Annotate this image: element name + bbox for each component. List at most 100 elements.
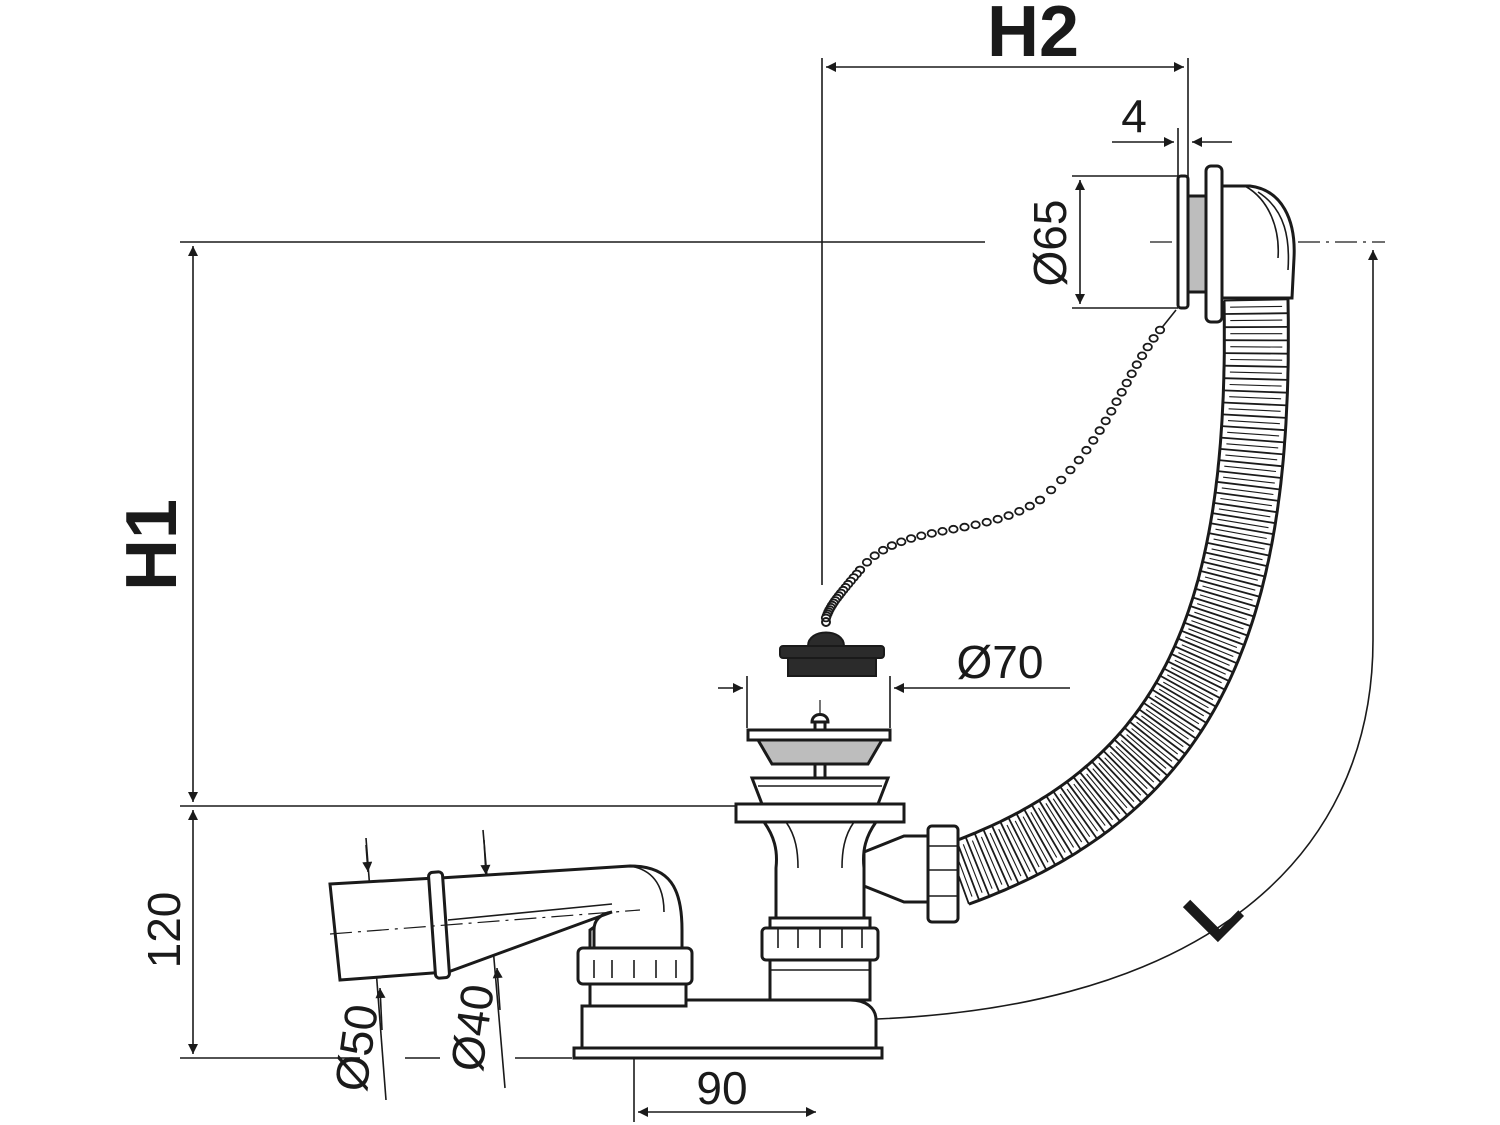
hose-rib — [1079, 771, 1121, 823]
hose-ribs — [946, 298, 1289, 905]
trap-base-plate — [572, 1046, 884, 1060]
d50-arrow-bottom — [375, 987, 386, 1031]
hose-rib — [1159, 674, 1217, 708]
hose-rib — [1155, 681, 1212, 716]
chain-link — [937, 526, 948, 536]
hose-rib — [1227, 431, 1280, 437]
hose-rib — [1038, 800, 1074, 856]
chain-link — [981, 517, 992, 527]
hose-rib — [1113, 738, 1162, 784]
hose-rib — [1136, 721, 1179, 755]
hose-connector-body — [862, 834, 938, 904]
chain-link — [1126, 369, 1137, 379]
hose-rib — [1045, 803, 1075, 848]
plug-ring — [821, 617, 831, 627]
hose-rib — [1207, 567, 1258, 581]
trap-riser — [588, 982, 688, 1008]
hose-rib — [1138, 708, 1192, 748]
dimension-120-label: 120 — [138, 892, 190, 969]
hose-rib — [1181, 644, 1230, 666]
hose-rib — [971, 840, 993, 889]
chain-link — [1024, 501, 1035, 511]
dimension-4-label: 4 — [1121, 90, 1147, 142]
hose-rib — [1187, 613, 1248, 637]
hose-rib — [1188, 628, 1238, 649]
hose-rib — [1014, 820, 1040, 868]
hose-rib — [1230, 319, 1283, 322]
hose-rib — [973, 832, 1001, 893]
hose-rib — [1229, 396, 1282, 400]
hose-rib — [1180, 629, 1242, 656]
chain-link — [1100, 416, 1111, 426]
hose-rib — [1007, 817, 1039, 876]
hose-rib — [1174, 659, 1222, 684]
hose-rib — [1212, 512, 1276, 525]
hose-rib — [1091, 760, 1136, 810]
hose-rib — [1199, 594, 1250, 611]
hose-rib — [1133, 714, 1186, 755]
hose-rib — [1141, 715, 1184, 748]
hose-rib — [1086, 773, 1121, 815]
dimension-120: 120 — [138, 810, 572, 1059]
hose-rib — [998, 828, 1022, 877]
chain-link — [1003, 511, 1014, 520]
hose-rib — [1230, 358, 1283, 361]
hose-rib — [1163, 681, 1209, 709]
h1-label: H1 — [112, 499, 192, 591]
overflow-flange — [1204, 164, 1224, 324]
dimension-diameter-50: Ø50 — [324, 837, 388, 1101]
hose-rib — [1215, 528, 1267, 540]
d40-label: Ø40 — [440, 981, 504, 1074]
overflow-elbow-shading — [1244, 185, 1290, 271]
chain-link — [916, 531, 927, 541]
chain-link — [992, 514, 1003, 524]
d40-arrow-top — [480, 839, 491, 876]
hose-rib — [1108, 744, 1156, 791]
hose-rib — [1178, 652, 1226, 675]
chain-link — [1116, 387, 1127, 397]
hose-rib — [1015, 813, 1048, 871]
hose-rib — [1158, 688, 1205, 717]
hose-rib — [1194, 611, 1244, 630]
hose-rib — [980, 836, 1003, 885]
drain-neck-shading — [785, 821, 855, 869]
plug-stopper — [779, 617, 885, 677]
hose-rib — [1104, 757, 1142, 796]
plug-body — [787, 657, 877, 677]
hose-rib — [1045, 795, 1082, 851]
hose-rib — [1167, 660, 1226, 691]
hose-rib — [1223, 377, 1288, 381]
chain-link — [1121, 378, 1132, 388]
d90-label: 90 — [696, 1062, 747, 1114]
hose-rib — [1030, 804, 1065, 861]
h2-label: H2 — [987, 0, 1079, 72]
hose-rib — [1223, 389, 1288, 394]
dimension-diameter-40: Ø40 — [440, 829, 506, 1089]
drain-body — [734, 776, 906, 1002]
hose-rib — [1197, 603, 1247, 621]
hose-connector-nut — [926, 824, 960, 924]
hose-rib — [1220, 497, 1272, 507]
strainer-screw-head — [810, 713, 830, 724]
hose-rib — [1224, 352, 1289, 355]
hose-rib — [1118, 732, 1169, 777]
hose-rib — [1213, 502, 1278, 514]
hose-rib — [1227, 420, 1280, 425]
hose-rib — [1221, 487, 1274, 496]
hose-rib — [1224, 312, 1289, 315]
hose-rib — [1150, 702, 1195, 733]
hose-rib — [1170, 667, 1218, 692]
hose-rib — [1131, 728, 1173, 762]
hose-rib — [1092, 768, 1128, 809]
hose-rib — [1209, 557, 1261, 571]
d50-label: Ø50 — [324, 1001, 388, 1094]
hose-rib — [1204, 551, 1268, 567]
drain-neck — [761, 820, 879, 920]
hose-rib — [1128, 720, 1181, 763]
hose-rib — [1222, 413, 1287, 419]
hose-rib — [1224, 465, 1277, 473]
chain-link — [1142, 342, 1153, 352]
hose-rib — [1197, 579, 1260, 598]
